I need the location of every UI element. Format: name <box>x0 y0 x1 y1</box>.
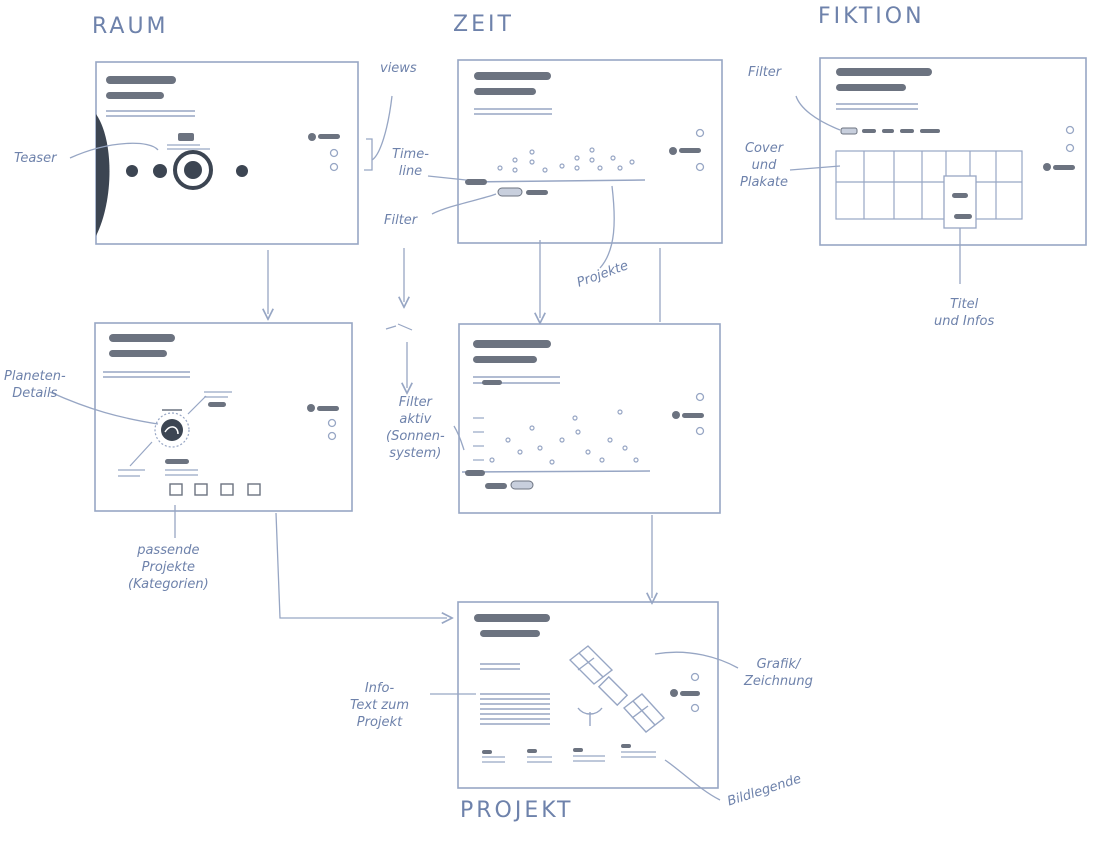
frame-projekt <box>457 601 719 789</box>
annotation-filter-fiktion: Filter <box>748 65 782 80</box>
annotation-titel-infos: Titel und Infos <box>934 297 995 329</box>
frame-raum <box>95 61 359 245</box>
annotation-filter-aktiv: Filter aktiv (Sonnen- system) <box>386 395 445 461</box>
annotation-cover-plakate: Cover und Plakate <box>740 141 789 190</box>
annotation-teaser: Teaser <box>14 151 57 166</box>
annotation-views: views <box>380 61 417 76</box>
annotation-planeten-details: Planeten- Details <box>4 369 66 401</box>
annotation-timeline: Time- line <box>392 147 429 179</box>
heading-raum: RAUM <box>92 14 169 39</box>
heading-fiktion: FIKTION <box>818 4 925 29</box>
annotation-passende-projekte: passende Projekte (Kategorien) <box>128 543 209 592</box>
frame-fiktion <box>819 57 1087 246</box>
heading-zeit: ZEIT <box>453 12 514 37</box>
frame-zeit-filter <box>458 323 721 514</box>
frame-zeit <box>457 59 723 244</box>
heading-projekt: PROJEKT <box>460 798 574 823</box>
annotation-grafik: Grafik/ Zeichnung <box>744 657 813 689</box>
annotation-filter-zeit: Filter <box>384 213 418 228</box>
annotation-infotext: Info- Text zum Projekt <box>350 681 409 730</box>
flow-arrows <box>49 95 961 801</box>
frame-planeten <box>94 322 353 512</box>
